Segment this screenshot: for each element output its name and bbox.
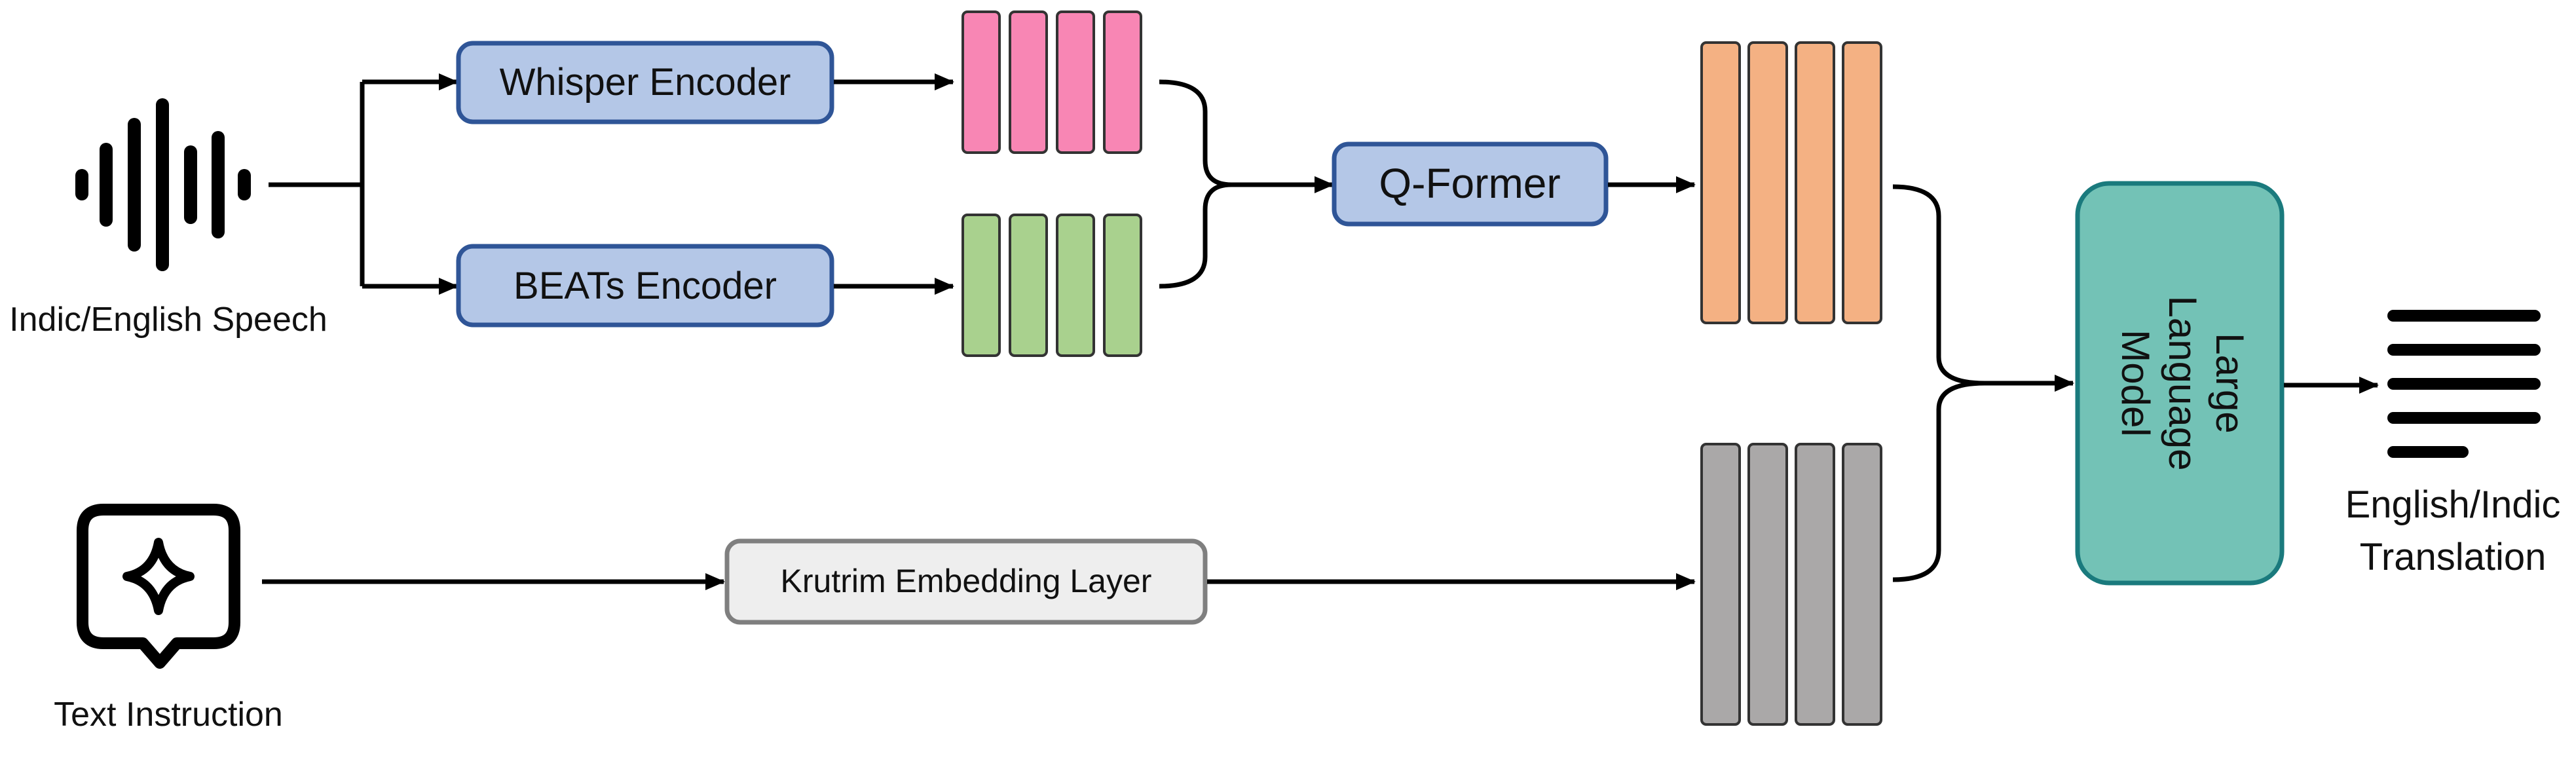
- beats-encoder-block: BEATs Encoder: [456, 244, 834, 328]
- qformer-block: Q-Former: [1332, 141, 1609, 227]
- llm-block: Large Language Model: [2075, 181, 2285, 586]
- feature-token: [1747, 443, 1788, 726]
- llm-label-line-2: Language: [2161, 296, 2205, 471]
- llm-label-line-3: Model: [2114, 329, 2157, 436]
- feature-token: [1700, 443, 1741, 726]
- feature-token: [1056, 10, 1095, 154]
- speech-branch-arrows: [269, 73, 458, 295]
- feature-token: [1700, 41, 1741, 324]
- feature-token: [1056, 214, 1095, 357]
- whisper-encoder-label: Whisper Encoder: [500, 61, 791, 103]
- speech-waveform-icon: [75, 98, 251, 271]
- speech-input-label: Indic/English Speech: [9, 301, 327, 339]
- output-label-line-1: English/Indic: [2345, 483, 2561, 526]
- llm-label-line-1: Large: [2208, 333, 2252, 433]
- encoder-output-arrows: [834, 73, 954, 295]
- text-instruction-icon: [77, 504, 240, 669]
- feature-token: [1795, 443, 1835, 726]
- beats-encoder-label: BEATs Encoder: [513, 265, 777, 307]
- embedding-layer-block: Krutrim Embedding Layer: [724, 538, 1208, 625]
- feature-token: [1842, 41, 1882, 324]
- qformer-label: Q-Former: [1379, 160, 1560, 207]
- feature-token: [961, 10, 1001, 154]
- feature-token: [1009, 10, 1048, 154]
- feature-token: [1795, 41, 1835, 324]
- llm-merge-brace: [1892, 184, 1985, 582]
- feature-token: [1842, 443, 1882, 726]
- output-label-line-2: Translation: [2360, 536, 2547, 578]
- whisper-encoder-block: Whisper Encoder: [456, 41, 834, 124]
- feature-token: [961, 214, 1001, 357]
- text-embedding-tokens: [1700, 443, 1882, 726]
- embedding-layer-label: Krutrim Embedding Layer: [781, 563, 1152, 599]
- whisper-feature-tokens: [961, 10, 1142, 154]
- beats-feature-tokens: [961, 214, 1142, 357]
- output-text-lines-icon: [2387, 310, 2541, 458]
- encoder-merge-brace: [1159, 79, 1232, 289]
- feature-token: [1747, 41, 1788, 324]
- qformer-output-tokens: [1700, 41, 1882, 324]
- text-input-label: Text Instruction: [54, 696, 283, 734]
- feature-token: [1103, 214, 1142, 357]
- feature-token: [1009, 214, 1048, 357]
- feature-token: [1103, 10, 1142, 154]
